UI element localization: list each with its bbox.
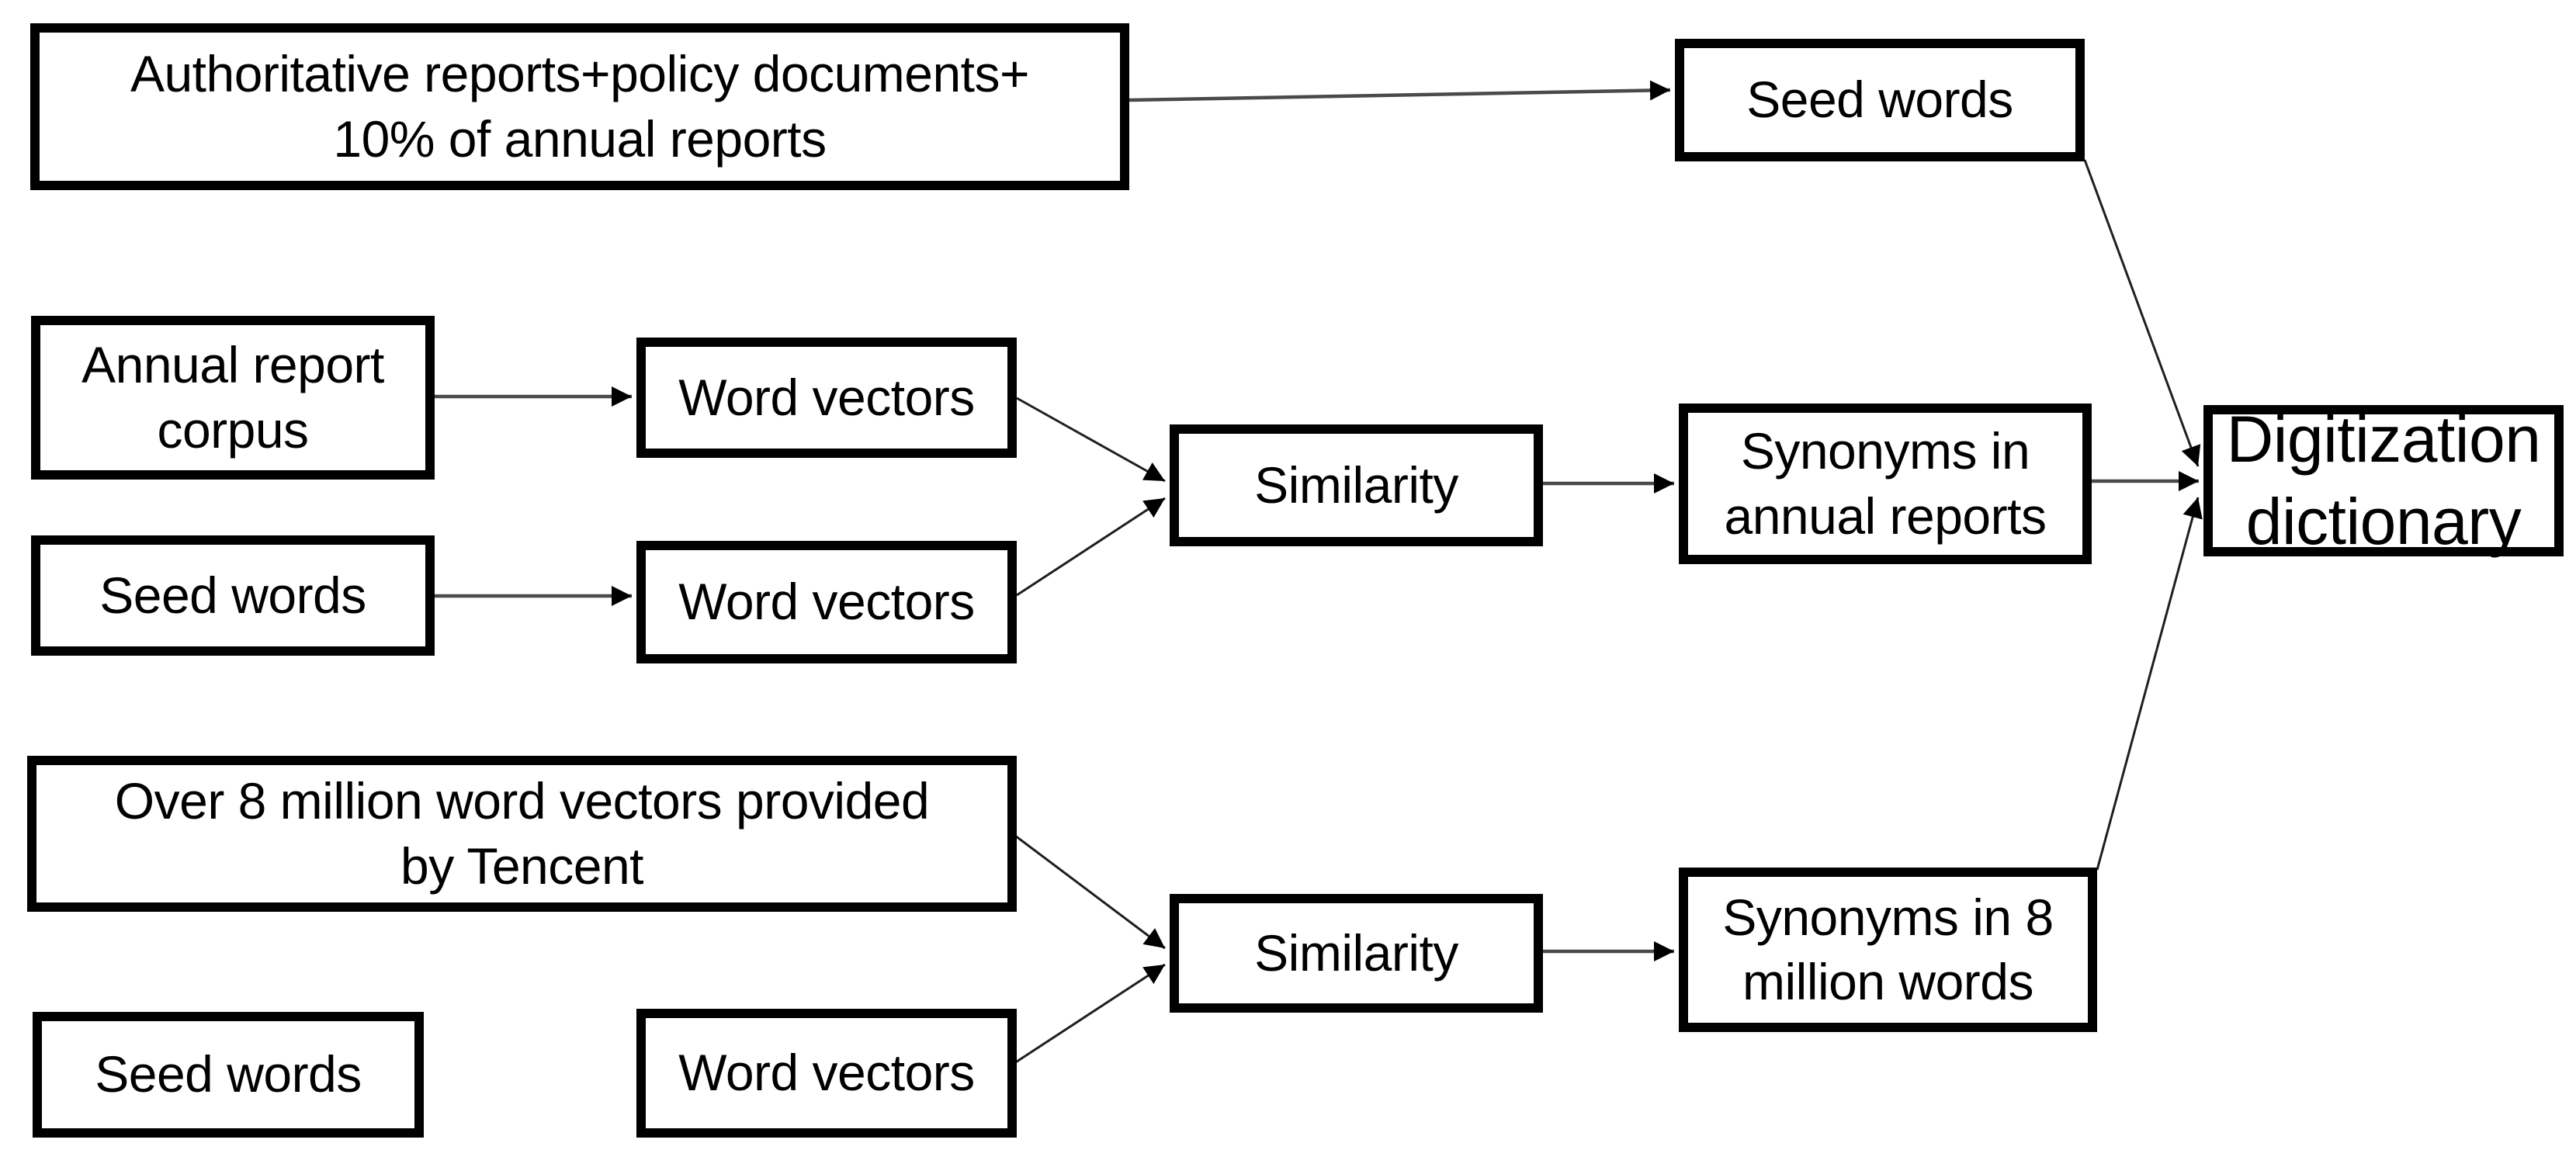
node-seedMid-label-line: Seed words	[99, 566, 366, 624]
node-tencent-label-line: by Tencent	[400, 837, 644, 895]
edge-wv3-to-simBot	[1014, 963, 1166, 1065]
node-corpus-label-line: Annual report	[81, 336, 384, 394]
node-wv1: Word vectors	[636, 338, 1017, 458]
edge-syn8m-to-dict	[2096, 497, 2203, 871]
edge-auth-to-seedTop	[1129, 80, 1671, 102]
node-seedBot: Seed words	[33, 1012, 424, 1138]
edge-tencent-to-simBot	[1014, 834, 1166, 950]
node-seedBot-label-line: Seed words	[95, 1045, 362, 1103]
node-tencent: Over 8 million word vectors provided by T…	[27, 756, 1017, 912]
node-syn8m: Synonyms in 8 million words	[1679, 868, 2097, 1032]
node-seedMid: Seed words	[31, 535, 435, 656]
node-corpus-label-line: corpus	[157, 400, 309, 459]
edge-wv1-to-simMid	[1016, 397, 1166, 483]
node-dict-label-line: Digitization	[2226, 402, 2541, 476]
node-dict-label-line: dictionary	[2245, 484, 2522, 558]
edge-wv2-to-simMid	[1016, 497, 1166, 597]
node-synAnnual-label-line: Synonyms in	[1740, 422, 2030, 480]
edge-seedTop-to-dict	[2083, 159, 2201, 467]
node-syn8m-label-line: Synonyms in 8	[1722, 888, 2054, 946]
node-wv3-label-line: Word vectors	[678, 1044, 975, 1102]
node-auth: Authoritative reports+policy documents+ 1…	[30, 23, 1129, 190]
node-dict: Digitization dictionary	[2203, 403, 2564, 558]
node-simBot-label-line: Similarity	[1254, 923, 1458, 982]
node-wv2: Word vectors	[636, 541, 1017, 663]
node-wv2-label-line: Word vectors	[678, 573, 975, 631]
node-seedTop: Seed words	[1675, 39, 2085, 161]
node-seedTop-label-line: Seed words	[1746, 71, 2013, 129]
node-wv1-label-line: Word vectors	[678, 368, 975, 426]
node-corpus: Annual report corpus	[31, 316, 435, 480]
node-synAnnual: Synonyms in annual reports	[1679, 404, 2092, 564]
node-auth-label-line: 10% of annual reports	[333, 109, 827, 168]
node-simMid-label-line: Similarity	[1254, 455, 1458, 514]
node-syn8m-label-line: million words	[1742, 953, 2033, 1010]
node-synAnnual-label-line: annual reports	[1724, 487, 2047, 545]
node-tencent-label-line: Over 8 million word vectors provided	[114, 772, 930, 830]
node-simBot: Similarity	[1170, 894, 1543, 1013]
node-simMid: Similarity	[1170, 424, 1543, 546]
node-wv3: Word vectors	[636, 1009, 1017, 1138]
node-auth-label-line: Authoritative reports+policy documents+	[130, 45, 1030, 103]
